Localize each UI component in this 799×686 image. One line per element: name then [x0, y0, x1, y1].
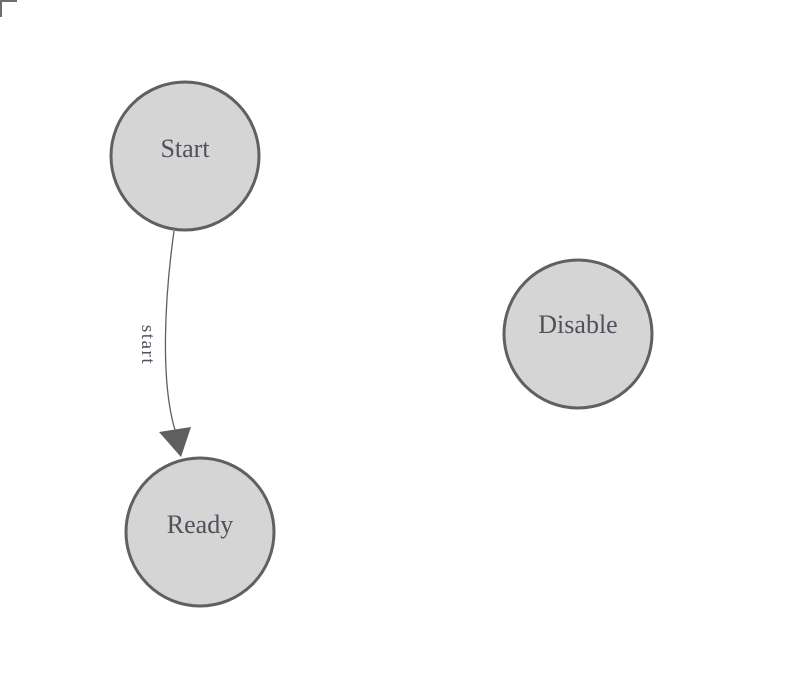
state-node-disable[interactable]: Disable	[502, 258, 654, 410]
state-circle-start[interactable]	[109, 80, 261, 232]
state-label-disable: Disable	[538, 310, 617, 339]
state-node-ready[interactable]: Ready	[124, 456, 276, 608]
edge-arrowhead-icon[interactable]	[159, 427, 191, 457]
transition-edge-start-ready[interactable]: start	[137, 230, 191, 457]
state-node-start[interactable]: Start	[109, 80, 261, 232]
paper-corner-mark	[0, 0, 17, 17]
state-label-start: Start	[160, 134, 210, 163]
edge-path[interactable]	[164, 230, 176, 431]
state-circle-ready[interactable]	[124, 456, 276, 608]
edge-label[interactable]: start	[137, 325, 158, 365]
state-label-ready: Ready	[167, 510, 233, 539]
state-circle-disable[interactable]	[502, 258, 654, 410]
